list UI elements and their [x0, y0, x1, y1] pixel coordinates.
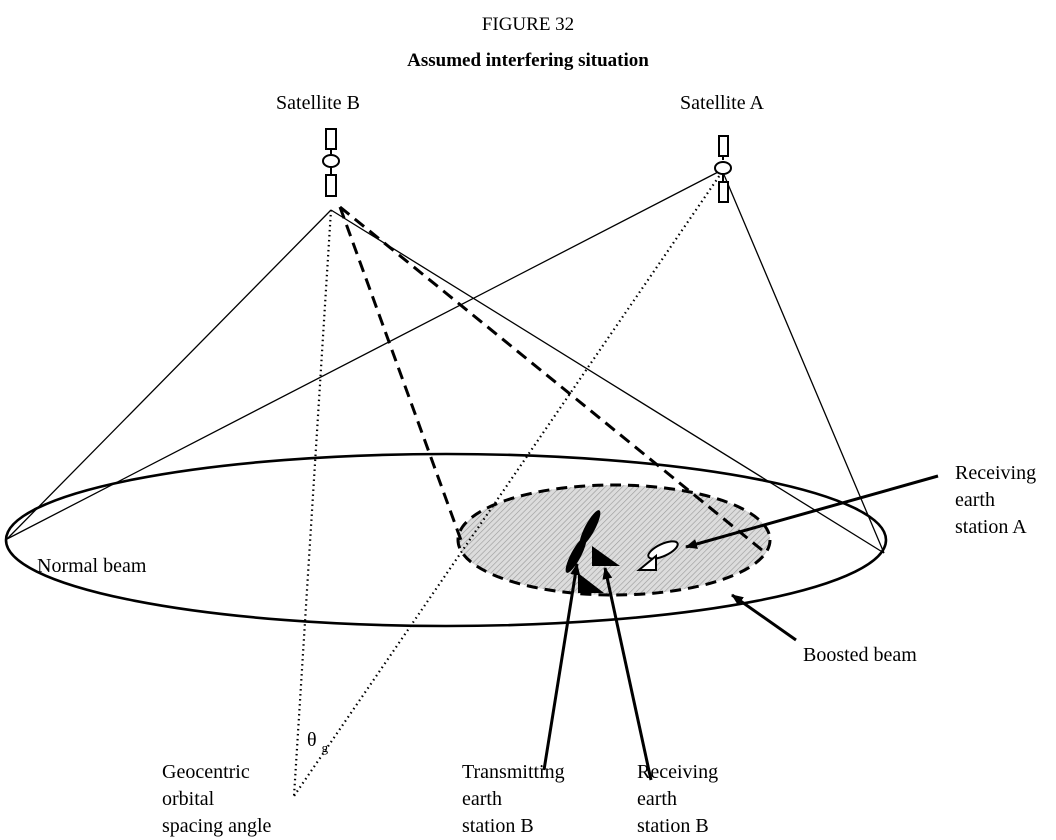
geocentric-angle-line-3: spacing angle	[162, 815, 272, 837]
theta-symbol: θ	[307, 729, 317, 751]
receiving-earth-station-b-arrow	[602, 567, 653, 781]
transmitting-earth-station-b-line-3: station B	[462, 815, 534, 837]
transmitting-earth-station-b-arrow	[542, 563, 581, 771]
receiving-earth-station-b-line-3: station B	[637, 815, 709, 837]
geocentric-angle-label: Geocentric orbital spacing angle	[162, 761, 272, 837]
boosted-beam-right-edge	[339, 205, 763, 552]
satellite-b-icon	[322, 128, 340, 197]
receiving-earth-station-b-line-1: Receiving	[637, 761, 718, 783]
satellite-b-beam-left	[6, 209, 332, 540]
geocentric-angle-line-1: Geocentric	[162, 761, 250, 783]
receiving-earth-station-a-line-3: station A	[955, 516, 1027, 538]
satellite-a-beam-left	[6, 169, 723, 540]
boosted-beam-ellipse	[456, 483, 772, 597]
satellite-b-beam-right	[330, 209, 885, 554]
transmitting-earth-station-b-line-2: earth	[462, 788, 502, 810]
transmitting-earth-station-b-line-1: Transmitting	[462, 761, 565, 783]
figure-title: Assumed interfering situation	[407, 50, 649, 71]
geocentric-angle-line-2: orbital	[162, 788, 215, 810]
receiving-earth-station-a-arrow	[685, 474, 939, 549]
boosted-beam-left-edge	[338, 206, 464, 544]
receiving-earth-station-b-label: Receiving earth station B	[637, 761, 723, 837]
boosted-beam-label: Boosted beam	[803, 644, 917, 666]
theta-subscript: g	[322, 740, 329, 755]
transmitting-earth-station-b-label: Transmitting earth station B	[462, 761, 570, 837]
receiving-earth-station-b-icon	[578, 546, 620, 593]
boosted-beam-arrow	[731, 593, 797, 642]
receiving-earth-station-a-line-1: Receiving	[955, 462, 1036, 484]
satellite-b-label: Satellite B	[276, 92, 360, 114]
receiving-earth-station-a-line-2: earth	[955, 489, 995, 511]
normal-beam-label: Normal beam	[37, 555, 147, 577]
figure-number: FIGURE 32	[482, 14, 574, 35]
receiving-earth-station-a-icon	[636, 540, 679, 571]
receiving-earth-station-a-label: Receiving earth station A	[955, 462, 1041, 538]
theta-g-label: θ g	[307, 729, 329, 755]
geocentric-line-a	[293, 171, 723, 797]
receiving-earth-station-b-line-2: earth	[637, 788, 677, 810]
geocentric-line-b	[292, 209, 333, 797]
satellite-a-label: Satellite A	[680, 92, 764, 114]
satellite-a-icon	[714, 135, 732, 203]
normal-beam-ellipse	[4, 452, 888, 628]
satellite-a-beam-right	[721, 169, 885, 554]
